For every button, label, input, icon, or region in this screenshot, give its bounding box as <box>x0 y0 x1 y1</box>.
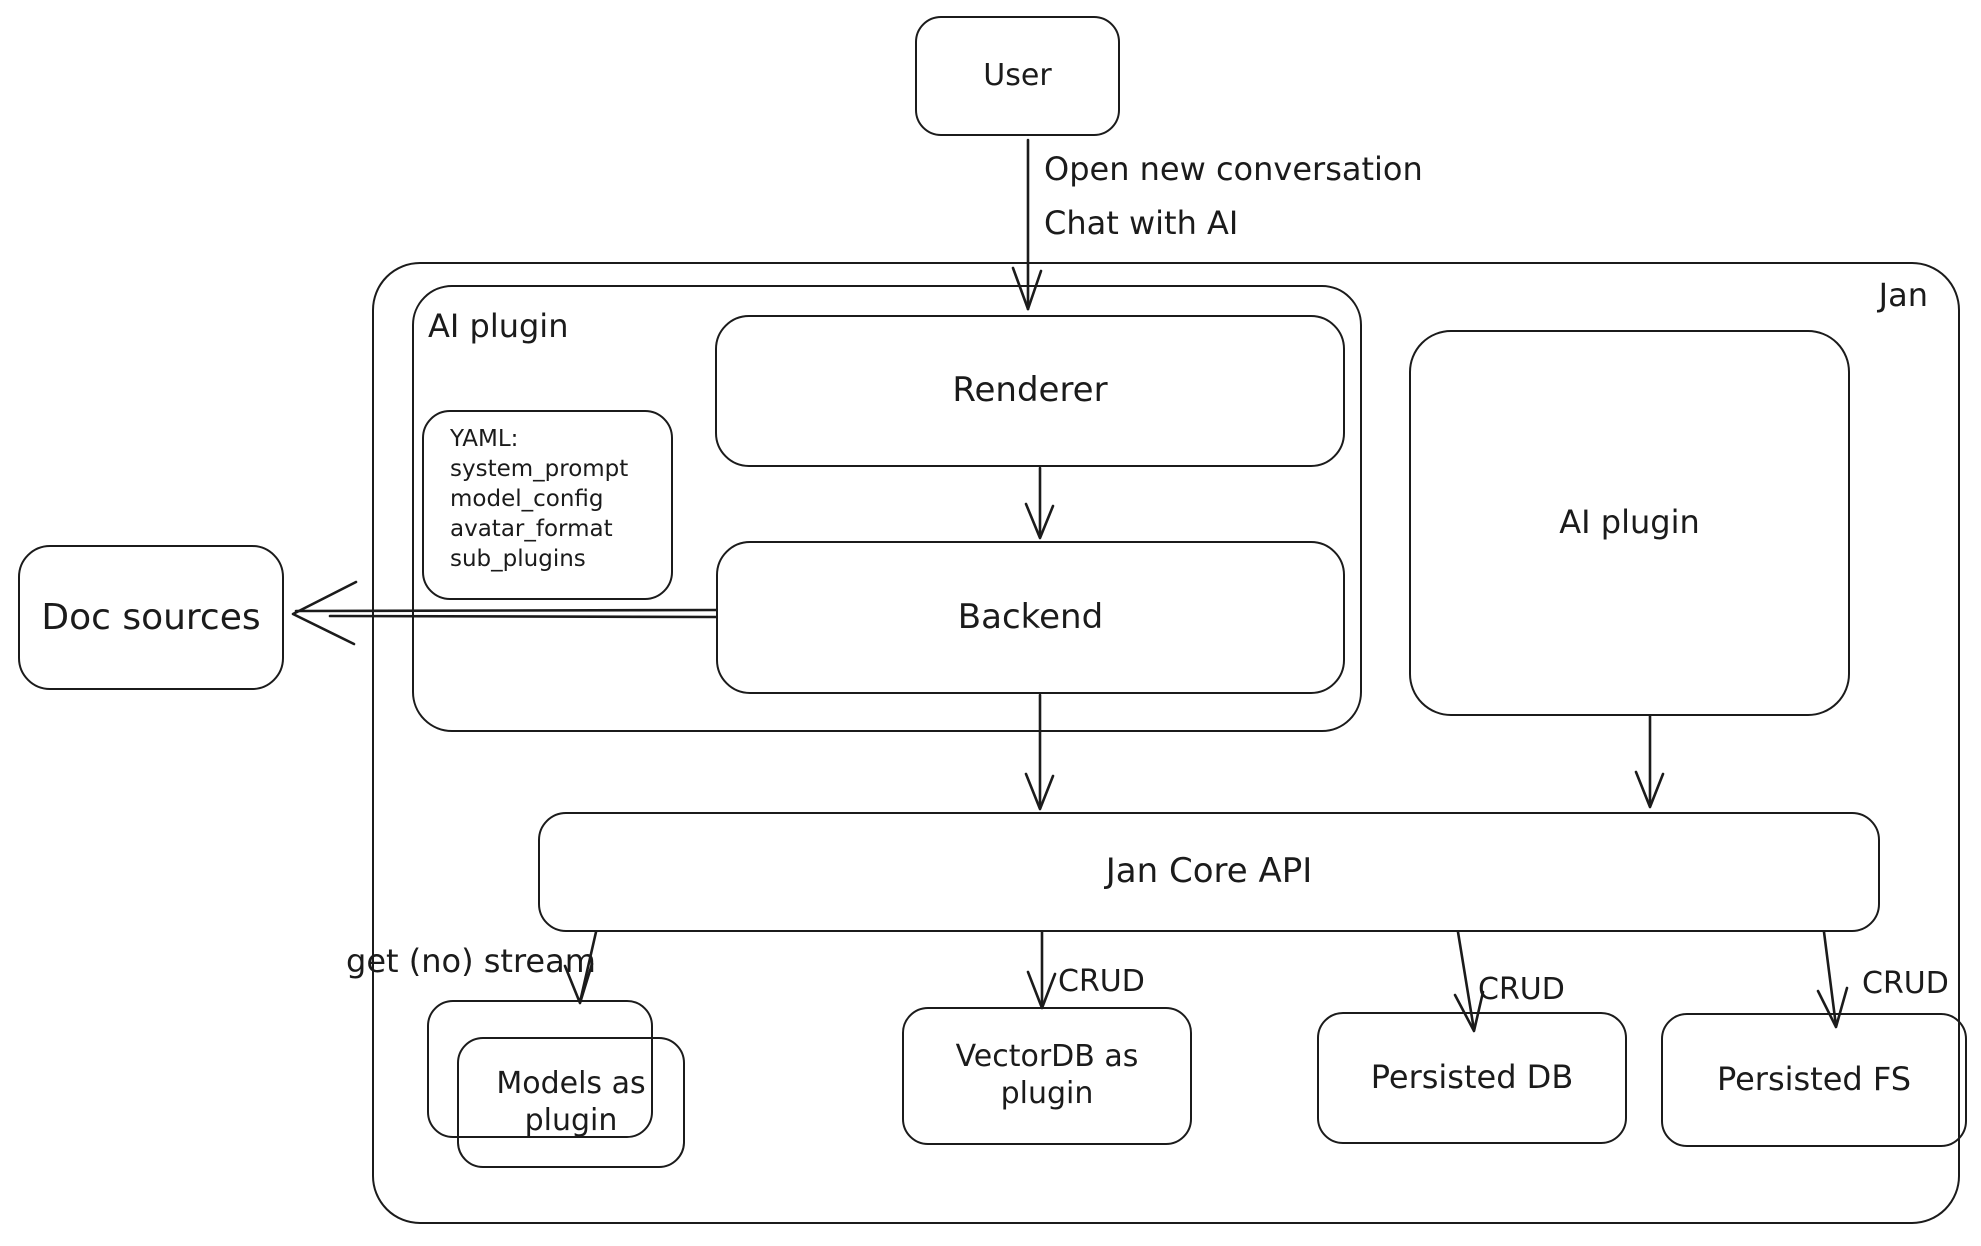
yaml-note-line: YAML: <box>450 426 519 452</box>
edge-label-crud-vectordb: CRUD <box>1058 964 1145 999</box>
node-ai-plugin-group: AI plugin <box>412 285 1362 732</box>
yaml-note-line: system_prompt <box>450 456 629 482</box>
edge-label-crud-persisted-fs: CRUD <box>1862 966 1949 1001</box>
ai-plugin-right-label: AI plugin <box>1559 503 1700 542</box>
backend-label: Backend <box>957 596 1104 637</box>
edge-label-chat-with-ai: Chat with AI <box>1044 204 1239 242</box>
persisted-db-label: Persisted DB <box>1370 1058 1574 1097</box>
node-backend: Backend <box>716 541 1345 694</box>
node-jan-core-api: Jan Core API <box>538 812 1880 932</box>
node-user: User <box>915 16 1120 136</box>
node-jan-container: Jan <box>372 262 1960 1224</box>
node-doc-sources: Doc sources <box>18 545 284 690</box>
node-renderer: Renderer <box>715 315 1345 467</box>
jan-core-api-label: Jan Core API <box>1105 851 1313 892</box>
user-label: User <box>983 57 1052 93</box>
models-plugin-label: Models as plugin <box>496 1065 646 1138</box>
doc-sources-label: Doc sources <box>41 596 261 638</box>
yaml-note-line: sub_plugins <box>450 546 586 572</box>
node-yaml-note: YAML: system_prompt model_config avatar_… <box>422 410 673 600</box>
persisted-fs-label: Persisted FS <box>1716 1060 1912 1099</box>
jan-container-label: Jan <box>1878 276 1928 314</box>
node-models-plugin-stack <box>427 1000 653 1138</box>
edge-label-open-conversation: Open new conversation <box>1044 150 1423 188</box>
edge-label-crud-persisted-db: CRUD <box>1478 972 1565 1007</box>
node-vectordb-plugin: VectorDB as plugin <box>902 1007 1192 1145</box>
node-models-plugin: Models as plugin <box>457 1037 685 1168</box>
vectordb-plugin-label: VectorDB as plugin <box>955 1039 1139 1111</box>
renderer-label: Renderer <box>952 370 1108 411</box>
node-persisted-db: Persisted DB <box>1317 1012 1627 1144</box>
ai-plugin-group-label: AI plugin <box>428 307 569 345</box>
node-persisted-fs: Persisted FS <box>1661 1013 1967 1147</box>
edge-label-get-no-stream: get (no) stream <box>346 942 596 980</box>
yaml-note-line: model_config <box>450 486 604 512</box>
yaml-note-line: avatar_format <box>450 516 613 542</box>
node-ai-plugin-right: AI plugin <box>1409 330 1850 716</box>
